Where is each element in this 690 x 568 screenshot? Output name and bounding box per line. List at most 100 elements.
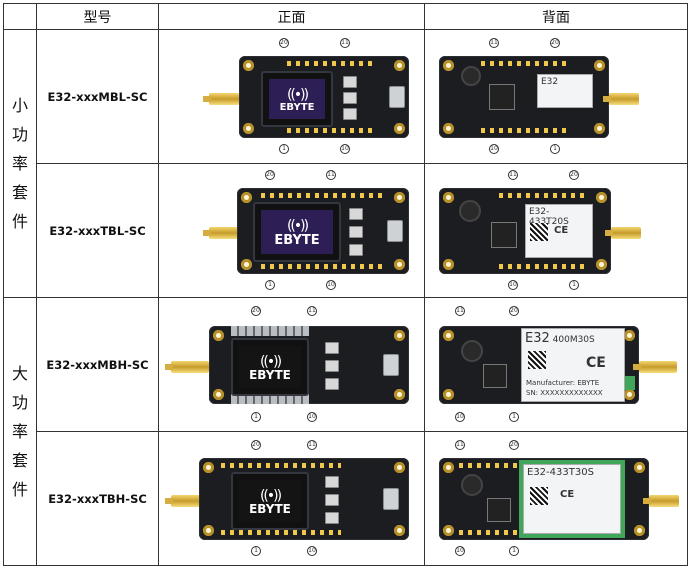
header-front: 正面 bbox=[158, 3, 425, 30]
oled-screen: ((•)) EBYTE bbox=[239, 480, 301, 522]
rf-module: E32 400M30S CE Manufacturer: EBYTE SN: X… bbox=[521, 328, 625, 402]
module-manufacturer: Manufacturer: EBYTE bbox=[526, 379, 600, 387]
usb-port bbox=[383, 488, 399, 510]
pin-label-top-right: 11 bbox=[326, 170, 336, 180]
mount-hole bbox=[213, 330, 224, 341]
oled-display: ((•)) EBYTE bbox=[261, 71, 333, 127]
mount-hole bbox=[241, 192, 252, 203]
oled-screen: ((•)) EBYTE bbox=[269, 79, 325, 119]
usb-port bbox=[383, 354, 399, 376]
mount-hole bbox=[443, 192, 454, 203]
model-name: E32-xxxMBH-SC bbox=[36, 297, 159, 432]
pin-label-last: 10 bbox=[340, 144, 350, 154]
pin-label-last: 10 bbox=[326, 280, 336, 290]
ce-mark: CE bbox=[554, 225, 569, 236]
mount-hole bbox=[443, 462, 454, 473]
pin-header bbox=[499, 264, 585, 269]
table-row: 小 功 率 套 件 E32-xxxMBL-SC ((•)) EBYTE bbox=[3, 29, 688, 298]
brand-logo: EBYTE bbox=[249, 368, 291, 382]
mcu-chip bbox=[489, 84, 515, 110]
mount-hole bbox=[443, 60, 454, 71]
mount-hole bbox=[394, 389, 405, 400]
pin-label-last: 10 bbox=[307, 546, 317, 556]
pin-header bbox=[221, 463, 341, 468]
group-char: 率 bbox=[11, 422, 28, 441]
pin-label-top: 20 bbox=[569, 170, 579, 180]
pcb-board: ((•)) EBYTE bbox=[209, 326, 409, 404]
header-blank bbox=[3, 3, 37, 30]
module-label: E32-433T30S bbox=[527, 467, 594, 478]
product-table: 型号 正面 背面 小 功 率 套 件 E32-xxxMBL-SC bbox=[3, 3, 688, 566]
ce-mark: CE bbox=[586, 355, 606, 371]
mount-hole bbox=[394, 525, 405, 536]
antenna-connector bbox=[605, 227, 641, 239]
wireless-icon: ((•)) bbox=[259, 354, 282, 370]
front-image: ((•)) EBYTE 20 11 1 10 bbox=[158, 163, 425, 298]
mount-hole bbox=[394, 192, 405, 203]
button bbox=[325, 512, 339, 524]
mount-hole bbox=[443, 330, 454, 341]
antenna-connector bbox=[603, 93, 639, 105]
module-sn: SN: XXXXXXXXXXXXX bbox=[526, 389, 603, 397]
pin-label-first: 1 bbox=[265, 280, 275, 290]
model-name: E32-xxxMBL-SC bbox=[36, 29, 159, 164]
mount-hole bbox=[634, 462, 645, 473]
mount-hole bbox=[594, 123, 605, 134]
pin-label-first: 1 bbox=[251, 546, 261, 556]
module-label: E32 bbox=[525, 331, 550, 346]
pin-label-top-right: 11 bbox=[455, 306, 465, 316]
rf-module: E32-433T20S CE bbox=[525, 204, 593, 258]
pin-label-top: 20 bbox=[509, 440, 519, 450]
front-image: ((•)) EBYTE 20 11 1 10 bbox=[158, 297, 425, 432]
group-char: 功 bbox=[11, 393, 28, 412]
pin-label-first: 1 bbox=[279, 144, 289, 154]
button bbox=[349, 208, 363, 220]
pin-label-first: 1 bbox=[550, 144, 560, 154]
pin-label-top: 20 bbox=[265, 170, 275, 180]
button bbox=[343, 92, 357, 104]
mount-hole bbox=[594, 60, 605, 71]
inductor bbox=[459, 200, 481, 222]
table-row: E32-xxxTBH-SC ((•)) EBYTE bbox=[4, 431, 688, 566]
pcb-board: ((•)) EBYTE bbox=[237, 188, 409, 274]
oled-display: ((•)) EBYTE bbox=[231, 338, 309, 396]
pin-label-first: 1 bbox=[509, 412, 519, 422]
mount-hole bbox=[443, 259, 454, 270]
wireless-icon: ((•)) bbox=[286, 218, 309, 234]
pcb-board: E32-433T30S CE bbox=[439, 458, 649, 540]
model-name: E32-xxxTBL-SC bbox=[36, 163, 159, 298]
pin-label-last: 10 bbox=[508, 280, 518, 290]
inductor bbox=[461, 474, 483, 496]
group-char: 功 bbox=[11, 125, 28, 144]
mount-hole bbox=[596, 259, 607, 270]
button bbox=[349, 226, 363, 238]
module-label: E32-433T20S bbox=[529, 207, 569, 227]
pin-header bbox=[231, 326, 309, 336]
mount-hole bbox=[203, 462, 214, 473]
group-char: 大 bbox=[11, 364, 28, 383]
usb-port bbox=[387, 220, 403, 242]
mount-hole bbox=[443, 525, 454, 536]
pin-label-top-right: 11 bbox=[340, 38, 350, 48]
pin-header bbox=[287, 128, 373, 133]
pin-label-top-right: 11 bbox=[508, 170, 518, 180]
mount-hole bbox=[241, 259, 252, 270]
pcb-board: ((•)) EBYTE bbox=[199, 458, 409, 540]
wireless-icon: ((•)) bbox=[286, 87, 309, 103]
button bbox=[349, 244, 363, 256]
mount-hole bbox=[394, 123, 405, 134]
oled-display: ((•)) EBYTE bbox=[253, 202, 341, 262]
pin-label-top: 20 bbox=[251, 306, 261, 316]
oled-display: ((•)) EBYTE bbox=[231, 472, 309, 530]
group-char: 小 bbox=[11, 96, 28, 115]
front-image: ((•)) EBYTE 20 11 1 10 bbox=[158, 431, 425, 566]
antenna-connector bbox=[633, 361, 677, 373]
module-sublabel: 400M30S bbox=[552, 335, 595, 345]
pin-label-first: 1 bbox=[251, 412, 261, 422]
pin-label-first: 1 bbox=[569, 280, 579, 290]
qr-code bbox=[530, 487, 548, 505]
pin-label-last: 10 bbox=[489, 144, 499, 154]
inductor bbox=[461, 66, 481, 86]
mount-hole bbox=[443, 389, 454, 400]
